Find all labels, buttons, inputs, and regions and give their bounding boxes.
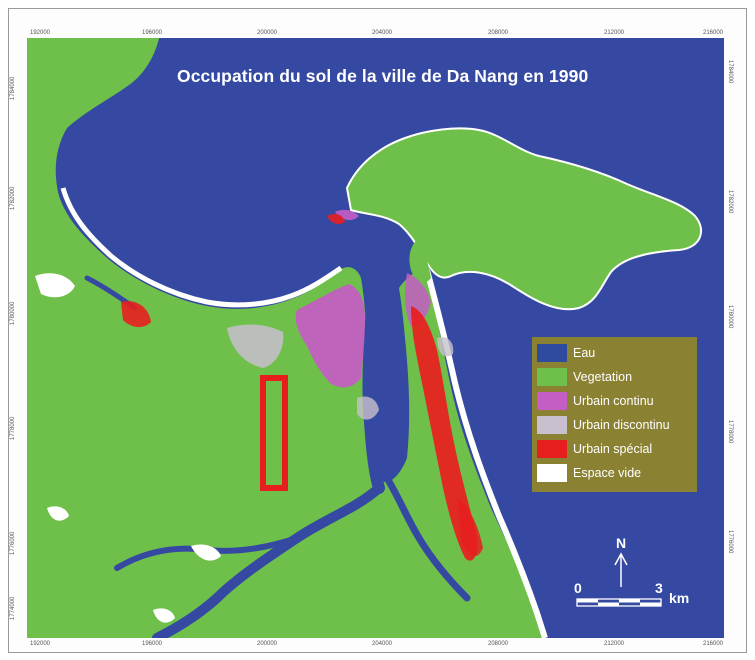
bare-area-southwest [47, 506, 69, 521]
legend-swatch [537, 344, 567, 362]
legend-label: Vegetation [573, 370, 633, 384]
tick-left-2: 1782000 [10, 186, 16, 210]
river-south-branch [152, 483, 384, 638]
legend: Eau Vegetation Urbain continu Urbain dis… [532, 337, 697, 492]
tick-right-4: 1778000 [727, 420, 733, 444]
tick-right-2: 1782000 [727, 190, 733, 214]
tick-bottom-7: 216000 [702, 641, 724, 647]
tick-left-4: 1778000 [10, 416, 16, 440]
urban-special-east [411, 306, 478, 561]
tick-top-3: 200000 [256, 30, 278, 36]
tick-top-4: 204000 [371, 30, 393, 36]
north-arrow-icon [614, 552, 628, 587]
legend-item: Urbain spécial [537, 439, 652, 459]
tick-left-5: 1776000 [10, 531, 16, 555]
legend-label: Urbain discontinu [573, 418, 670, 432]
scale-bar-graphic [576, 598, 662, 607]
tick-right-5: 1776000 [727, 530, 733, 554]
tick-top-6: 212000 [603, 30, 625, 36]
north-arrow: N [606, 535, 636, 591]
east-beach [424, 269, 548, 638]
tick-left-1: 1784000 [10, 76, 16, 100]
beach-strip [60, 187, 343, 308]
tick-bottom-6: 212000 [603, 641, 625, 647]
tick-bottom-3: 200000 [256, 641, 278, 647]
urban-continuous-north [335, 209, 359, 221]
legend-label: Eau [573, 346, 596, 360]
peninsula-neck [409, 238, 431, 284]
tick-top-2: 196000 [141, 30, 163, 36]
legend-swatch [537, 464, 567, 482]
urban-discontinuous-3 [437, 336, 454, 357]
tick-top-5: 208000 [487, 30, 509, 36]
land-use-map-svg [27, 38, 724, 638]
tick-bottom-4: 204000 [371, 641, 393, 647]
airport-runway [260, 375, 288, 491]
tick-bottom-5: 208000 [487, 641, 509, 647]
north-label: N [615, 535, 627, 551]
land-use-map [27, 38, 724, 638]
urban-special-bay [327, 214, 345, 224]
tick-right-3: 1780000 [727, 305, 733, 329]
tick-top-7: 216000 [702, 30, 724, 36]
bare-area-west [35, 273, 75, 298]
mainland [27, 38, 545, 638]
bare-area-south [191, 544, 221, 561]
tick-left-3: 1780000 [10, 301, 16, 325]
scale-unit-label: km [669, 590, 690, 606]
urban-special-southeast [457, 498, 483, 557]
northwest-cape [127, 38, 159, 70]
legend-swatch [537, 368, 567, 386]
tick-right-1: 1784000 [727, 60, 733, 84]
river-southeast-branch [383, 474, 471, 602]
map-title: Occupation du sol de la ville de Da Nang… [177, 66, 589, 86]
tick-top-1: 192000 [29, 30, 51, 36]
legend-item: Vegetation [537, 367, 632, 387]
legend-swatch [537, 416, 567, 434]
legend-swatch [537, 392, 567, 410]
tick-bottom-1: 192000 [29, 641, 51, 647]
urban-continuous-center [295, 284, 365, 388]
legend-item: Espace vide [537, 463, 641, 483]
bare-area-south-center [153, 608, 175, 623]
legend-label: Urbain continu [573, 394, 654, 408]
legend-item: Urbain continu [537, 391, 654, 411]
urban-discontinuous-2 [357, 396, 379, 420]
tick-left-6: 1774000 [10, 596, 16, 620]
tick-bottom-2: 196000 [141, 641, 163, 647]
urban-special-west [121, 301, 151, 328]
legend-item: Eau [537, 343, 595, 363]
urban-discontinuous-1 [227, 324, 284, 368]
legend-label: Espace vide [573, 466, 642, 480]
scale-end-label: 3 [655, 580, 663, 596]
legend-item: Urbain discontinu [537, 415, 670, 435]
legend-swatch [537, 440, 567, 458]
scale-bar: 0 3 km [574, 580, 704, 620]
legend-label: Urbain spécial [573, 442, 653, 456]
scale-start-label: 0 [574, 580, 582, 596]
